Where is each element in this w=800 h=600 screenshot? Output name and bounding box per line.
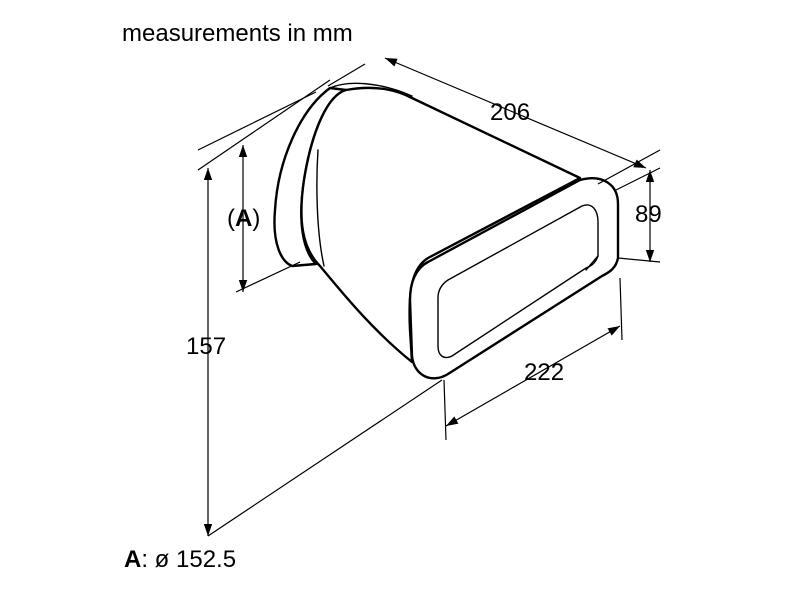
dim-label-89: 89 bbox=[635, 201, 662, 228]
legend: A: ø 152.5 bbox=[124, 546, 236, 574]
dim-label-206: 206 bbox=[490, 99, 530, 126]
legend-value: ø 152.5 bbox=[148, 546, 237, 573]
legend-key: A bbox=[124, 546, 142, 573]
dim-label-157: 157 bbox=[186, 333, 226, 360]
dimension-lines bbox=[203, 57, 655, 536]
dim-line-206 bbox=[384, 57, 647, 169]
dim-label-222: 222 bbox=[524, 359, 564, 386]
dim-label-a: (A) bbox=[227, 205, 260, 232]
page-title: measurements in mm bbox=[122, 20, 353, 47]
dim-line-222 bbox=[445, 325, 621, 427]
legend-separator: : bbox=[141, 546, 149, 573]
